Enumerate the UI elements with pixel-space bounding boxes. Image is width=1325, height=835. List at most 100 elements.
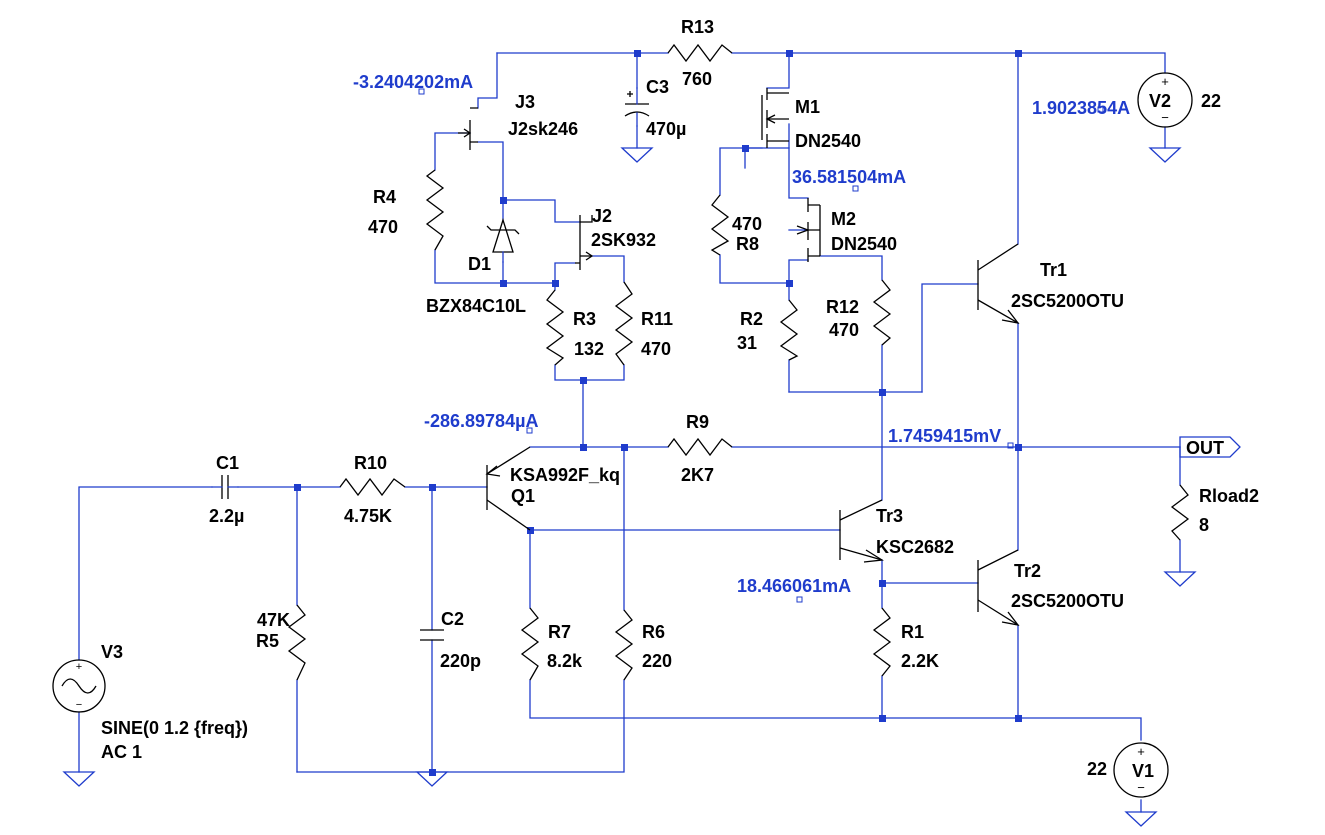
probe-annotations: -3.2404202mA 1.9023854A 36.581504mA -286… (353, 72, 1130, 596)
r9-value: 2K7 (681, 465, 714, 485)
c2-ref: C2 (441, 609, 464, 629)
component-labels: R13 760 C3 470µ J3 J2sk246 R4 470 D1 BZX… (101, 17, 1259, 779)
r1-value: 2.2K (901, 651, 939, 671)
r6-ref: R6 (642, 622, 665, 642)
r8-value: 470 (732, 214, 762, 234)
resistor-r9 (667, 437, 733, 457)
v3-ac: AC 1 (101, 742, 142, 762)
voltage-source-v2: V2 + − (1137, 72, 1193, 128)
resistor-r3 (545, 289, 565, 366)
r3-ref: R3 (573, 309, 596, 329)
capacitor-c3-polarized (624, 87, 650, 127)
sine-source-v3: + − (52, 659, 106, 713)
j2-value: 2SK932 (591, 230, 656, 250)
resistor-r2 (779, 299, 799, 361)
j2-ref: J2 (592, 206, 612, 226)
r3-value: 132 (574, 339, 604, 359)
resistor-r10 (339, 477, 406, 497)
voltage-source-v1: V1 + − (1113, 742, 1169, 798)
r7-value: 8.2k (547, 651, 583, 671)
resistor-r7 (520, 607, 540, 681)
v1-ref: V1 (1132, 761, 1154, 781)
bjt-tr3 (839, 499, 884, 563)
net-label-out: OUT (1179, 436, 1241, 458)
j3-ref: J3 (515, 92, 535, 112)
j3-value: J2sk246 (508, 119, 578, 139)
r12-value: 470 (829, 320, 859, 340)
resistor-r8 (710, 194, 730, 256)
junctions (294, 50, 1022, 776)
r8-ref: R8 (736, 234, 759, 254)
tr1-value: 2SC5200OTU (1011, 291, 1124, 311)
m1-value: DN2540 (795, 131, 861, 151)
r7-ref: R7 (548, 622, 571, 642)
capacitor-c1 (211, 475, 239, 499)
v3-ref: V3 (101, 642, 123, 662)
d1-value: BZX84C10L (426, 296, 526, 316)
rload2-value: 8 (1199, 515, 1209, 535)
resistor-r1 (872, 607, 892, 677)
ground-symbols (62, 147, 1197, 827)
mosfet-m1 (761, 88, 789, 148)
m2-value: DN2540 (831, 234, 897, 254)
svg-text:−: − (76, 699, 82, 711)
rload2-ref: Rload2 (1199, 486, 1259, 506)
bjt-q1 (485, 446, 531, 531)
r9-ref: R9 (686, 412, 709, 432)
mosfet-m2 (796, 198, 821, 262)
tr3-ref: Tr3 (876, 506, 903, 526)
q1-value: KSA992F_kq (510, 465, 620, 485)
r6-value: 220 (642, 651, 672, 671)
svg-text:+: + (1161, 74, 1169, 89)
bjt-tr2 (977, 549, 1020, 626)
zener-diode-d1 (486, 217, 520, 263)
c3-ref: C3 (646, 77, 669, 97)
probe-v2-current: 1.9023854A (1032, 98, 1130, 118)
resistor-r13 (667, 43, 733, 63)
r1-ref: R1 (901, 622, 924, 642)
resistor-r12 (872, 279, 892, 346)
resistor-r5 (287, 604, 307, 681)
r5-value: 47K (257, 610, 290, 630)
r13-ref: R13 (681, 17, 714, 37)
r4-value: 470 (368, 217, 398, 237)
r12-ref: R12 (826, 297, 859, 317)
c1-value: 2.2µ (209, 506, 244, 526)
tr2-value: 2SC5200OTU (1011, 591, 1124, 611)
r4-ref: R4 (373, 187, 396, 207)
r11-value: 470 (641, 339, 671, 359)
svg-text:−: − (1137, 780, 1145, 795)
resistor-r4 (425, 169, 445, 251)
r2-ref: R2 (740, 309, 763, 329)
resistor-rload2 (1170, 484, 1190, 541)
v2-ref: V2 (1149, 91, 1171, 111)
c2-value: 220p (440, 651, 481, 671)
probe-q1-current: -286.89784µA (424, 411, 538, 431)
svg-text:+: + (1137, 744, 1145, 759)
resistor-r11 (614, 281, 634, 366)
m2-ref: M2 (831, 209, 856, 229)
c1-ref: C1 (216, 453, 239, 473)
jfet-j3 (458, 107, 478, 150)
tr2-ref: Tr2 (1014, 561, 1041, 581)
r13-value: 760 (682, 69, 712, 89)
probe-tr3-current: 18.466061mA (737, 576, 851, 596)
v1-value: 22 (1087, 759, 1107, 779)
v3-value: SINE(0 1.2 {freq}) (101, 718, 248, 738)
bjt-tr1 (977, 243, 1020, 324)
m1-ref: M1 (795, 97, 820, 117)
probe-m2-current: 36.581504mA (792, 167, 906, 187)
r2-value: 31 (737, 333, 757, 353)
d1-ref: D1 (468, 254, 491, 274)
svg-text:−: − (1161, 110, 1169, 125)
tr1-ref: Tr1 (1040, 260, 1067, 280)
r10-value: 4.75K (344, 506, 392, 526)
out-label: OUT (1186, 438, 1224, 458)
svg-text:+: + (76, 661, 82, 673)
q1-ref: Q1 (511, 486, 535, 506)
probe-markers (418, 88, 1104, 603)
probe-j3-current: -3.2404202mA (353, 72, 473, 92)
capacitor-c2 (420, 629, 444, 641)
v2-value: 22 (1201, 91, 1221, 111)
